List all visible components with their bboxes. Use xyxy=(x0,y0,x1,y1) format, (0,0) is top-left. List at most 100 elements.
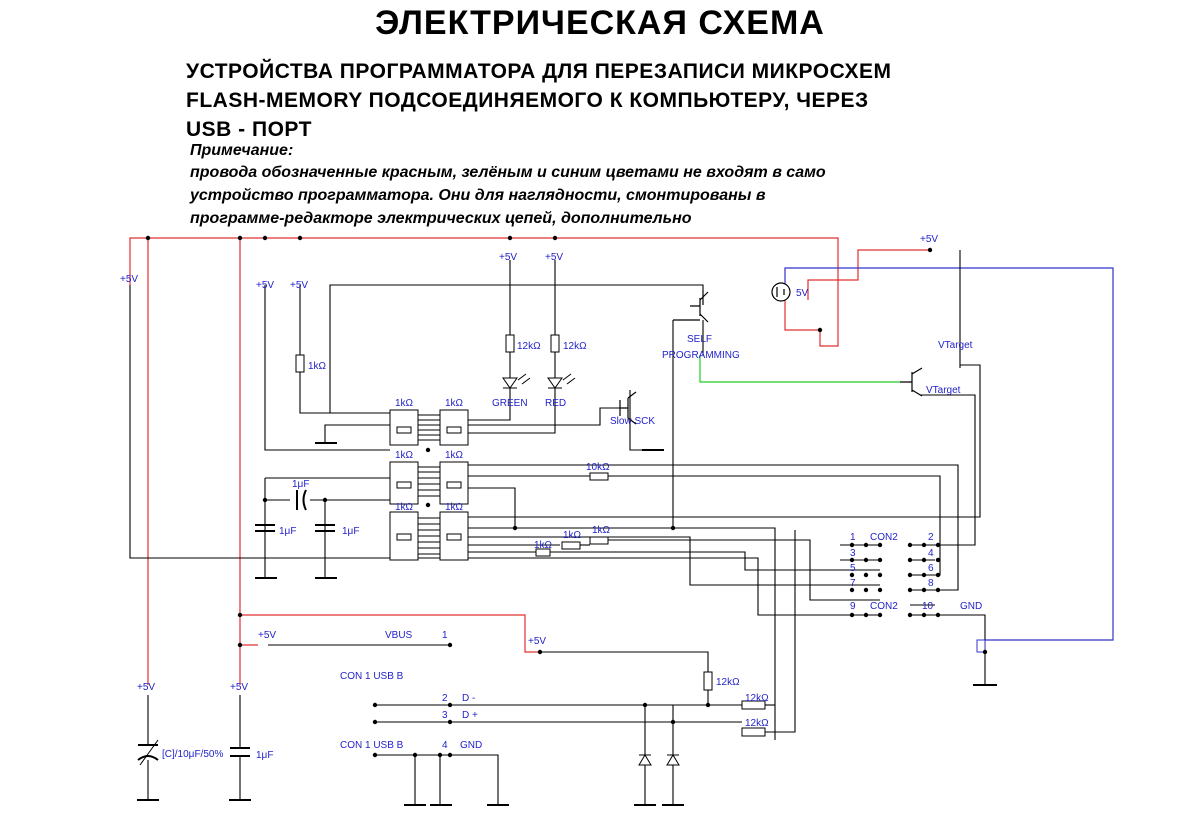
pin-dot xyxy=(935,542,941,548)
label-red: RED xyxy=(545,398,566,409)
pin-dot xyxy=(935,557,941,563)
pin-dot xyxy=(849,542,855,548)
note-heading: Примечание: xyxy=(190,142,294,159)
labels: +5V +5V +5V +5V +5V +5V +5V +5V +5V +5V … xyxy=(120,234,982,761)
pin-dot xyxy=(372,752,378,758)
label-c1uf: 1μF xyxy=(292,479,309,490)
resistor xyxy=(396,481,412,489)
pin-dot xyxy=(447,752,453,758)
label-r1k: 1kΩ xyxy=(445,502,464,513)
junction-dot xyxy=(642,702,648,708)
junction-dot xyxy=(437,752,443,758)
wire-300-bottom xyxy=(299,372,390,414)
pin-dot xyxy=(372,702,378,708)
label-vtarget: VTarget xyxy=(926,385,961,396)
label-cap-var: [C]/10μF/50% xyxy=(162,749,223,760)
label-r12k: 12kΩ xyxy=(517,341,541,352)
label-plus5v: +5V xyxy=(258,630,276,641)
pin-dot xyxy=(877,587,883,593)
pin-dot xyxy=(447,719,453,725)
resistor-arrays xyxy=(389,409,469,561)
label-plus5v: +5V xyxy=(137,682,155,693)
label-d-plus: D + xyxy=(462,710,478,721)
label-plus5v: +5V xyxy=(920,234,938,245)
switch-self-prog xyxy=(673,291,709,323)
resistor-1k-vertical xyxy=(295,354,305,373)
pin-dot xyxy=(921,572,927,578)
blue-wire-loop xyxy=(784,267,1114,641)
label-pin: 7 xyxy=(850,578,856,589)
wire-row-552b xyxy=(550,551,880,571)
capacitors xyxy=(137,489,335,761)
wire-row-558 xyxy=(390,557,880,616)
pin-dot xyxy=(447,642,453,648)
led-rays xyxy=(562,373,576,385)
wire-row-517 xyxy=(468,364,981,518)
wire-265 xyxy=(264,285,390,451)
switch-vtarget xyxy=(900,367,923,397)
pin-dot xyxy=(921,542,927,548)
pin-dot xyxy=(849,572,855,578)
wire-gnd1 xyxy=(324,424,390,443)
pin-dot xyxy=(863,612,869,618)
junction-dot xyxy=(297,235,303,241)
junction-dot xyxy=(670,719,676,725)
label-plus5v: +5V xyxy=(528,636,546,647)
label-r12k: 12kΩ xyxy=(563,341,587,352)
led-red xyxy=(547,377,563,389)
red-wire-top xyxy=(129,237,839,347)
resistor-array xyxy=(439,409,469,446)
diode xyxy=(666,754,680,766)
label-source-5v: 5V xyxy=(796,288,809,299)
red-wire-low xyxy=(240,614,540,653)
red-wire-right xyxy=(807,249,930,300)
label-pin: 9 xyxy=(850,601,856,612)
led-green xyxy=(502,377,518,389)
resistor xyxy=(446,426,462,434)
wire-row-488 xyxy=(468,487,516,530)
label-r12k: 12kΩ xyxy=(745,693,769,704)
junction-dot xyxy=(322,497,328,503)
red-wires xyxy=(129,237,930,685)
junction-dot xyxy=(237,642,243,648)
junction-dot xyxy=(512,525,518,531)
wire-row-537 xyxy=(468,536,880,586)
junction-dot xyxy=(552,235,558,241)
subtitle-line-1: УСТРОЙСТВА ПРОГРАММАТОРА ДЛЯ ПЕРЕЗАПИСИ … xyxy=(186,60,892,83)
wire-row-476b xyxy=(608,475,941,576)
pin-dot xyxy=(447,702,453,708)
resistor xyxy=(396,533,412,541)
pin-dot xyxy=(863,557,869,563)
page-title: ЭЛЕКТРИЧЕСКАЯ СХЕМА xyxy=(375,4,825,42)
resistor-12k-green xyxy=(505,334,515,353)
resistor-12k-pullup xyxy=(703,671,713,691)
label-con1-usbb: CON 1 USB B xyxy=(340,671,404,682)
label-r1k: 1kΩ xyxy=(395,398,414,409)
junction-dot xyxy=(507,235,513,241)
label-plus5v: +5V xyxy=(545,252,563,263)
junction-dot xyxy=(927,247,933,253)
label-con2: CON2 xyxy=(870,532,898,543)
label-self: SELF xyxy=(687,334,712,345)
label-r12k: 12kΩ xyxy=(745,718,769,729)
wire-pullup xyxy=(540,651,709,672)
pin-dot xyxy=(849,557,855,563)
pin-dot xyxy=(877,542,883,548)
pin-dot xyxy=(877,557,883,563)
green-wires xyxy=(699,355,900,383)
capacitor-plate-curved xyxy=(137,755,159,761)
label-pin: 2 xyxy=(442,693,448,704)
discrete-resistors xyxy=(295,334,766,737)
junction-dot xyxy=(982,649,988,655)
label-pin: 1 xyxy=(442,630,448,641)
label-plus5v: +5V xyxy=(290,280,308,291)
junction-dot xyxy=(145,235,151,241)
label-pin: 4 xyxy=(928,548,934,559)
junction-dot xyxy=(670,525,676,531)
junction-dot xyxy=(817,327,823,333)
junction-dot xyxy=(537,649,543,655)
label-programming: PROGRAMMING xyxy=(662,350,740,361)
note-line-3: программе-редакторе электрических цепей,… xyxy=(190,210,692,227)
wire-green-out xyxy=(468,388,511,421)
label-green: GREEN xyxy=(492,398,528,409)
